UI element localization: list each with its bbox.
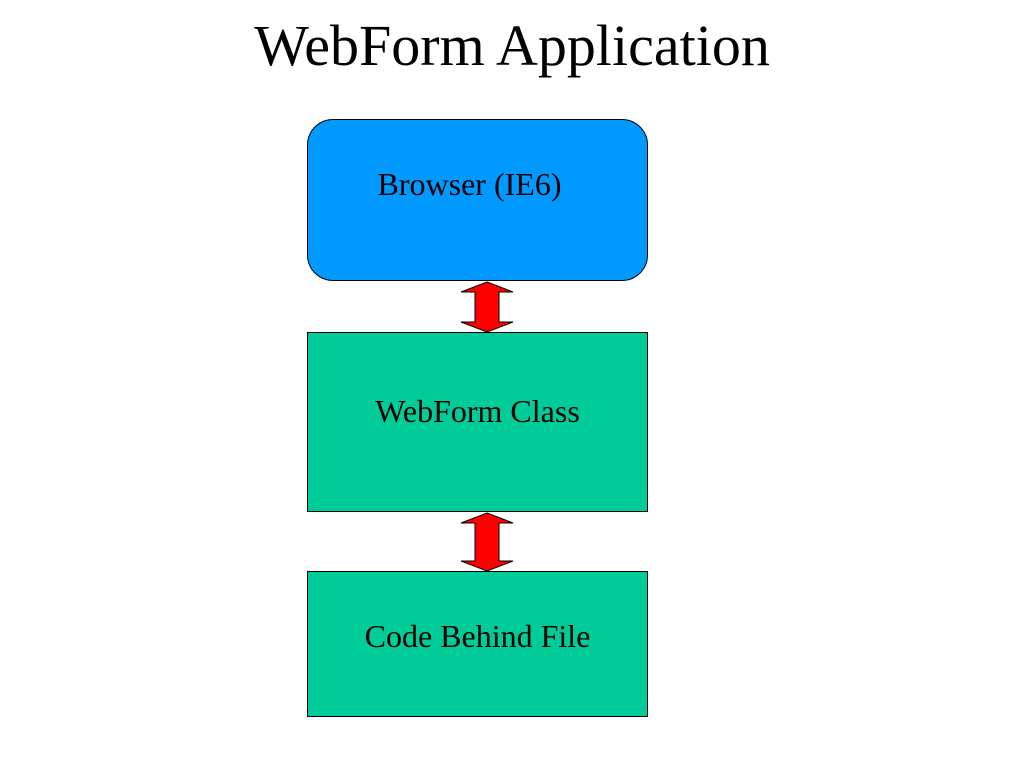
- webform-class-node: WebForm Class: [307, 332, 648, 512]
- browser-node-label: Browser (IE6): [377, 166, 562, 202]
- webform-class-node-label: WebForm Class: [375, 393, 580, 429]
- code-behind-node-label: Code Behind File: [364, 618, 591, 654]
- slide-title: WebForm Application: [254, 13, 770, 78]
- browser-webform-double-arrow: [459, 281, 515, 333]
- double-arrow-icon: [460, 512, 514, 572]
- browser-node: Browser (IE6): [307, 119, 648, 281]
- code-behind-node: Code Behind File: [307, 571, 648, 717]
- webform-codebehind-double-arrow: [459, 512, 515, 572]
- double-arrow-icon: [460, 281, 514, 333]
